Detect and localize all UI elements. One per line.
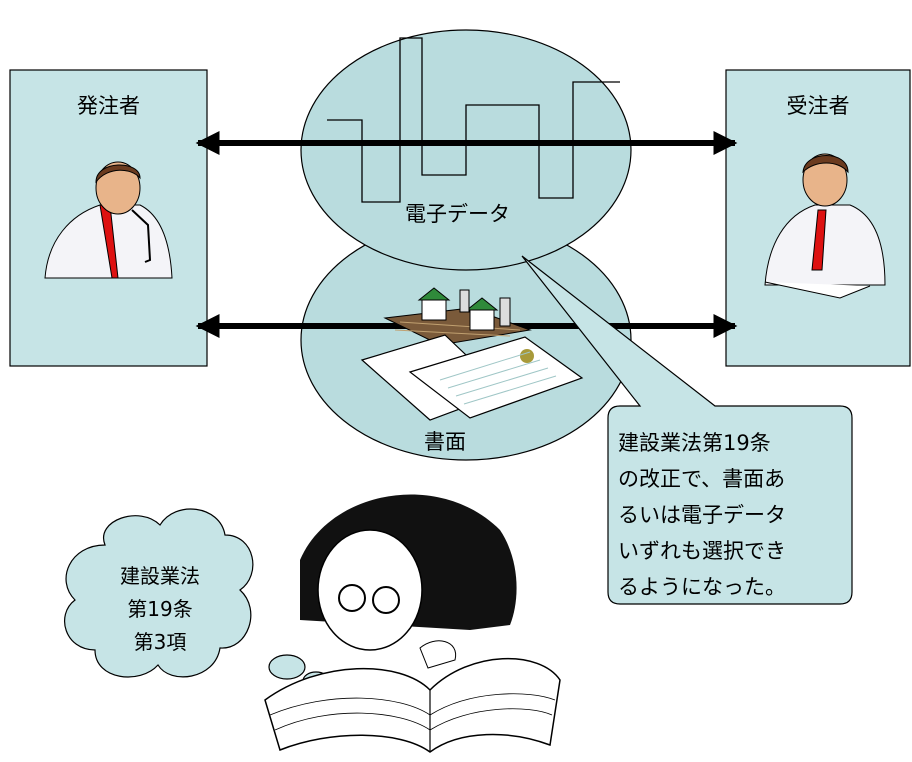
thought-cloud-text: 建設業法 第19条 第3項: [95, 560, 225, 659]
electronic-data-label: 電子データ: [405, 202, 510, 226]
callout-line: の改正で、書面あ: [618, 467, 786, 491]
callout-line: 建設業法第19条: [618, 431, 771, 455]
cloud-line: 第19条: [127, 597, 193, 621]
cloud-line: 建設業法: [120, 564, 200, 588]
signal-waveform: [327, 37, 620, 203]
contractor-label: 受注者: [786, 94, 850, 118]
orderer-person-illustration: [44, 161, 173, 279]
orderer-label: 発注者: [77, 94, 140, 118]
callout-line: るいは電子データ: [618, 503, 786, 527]
contractor-person-illustration: [764, 153, 886, 299]
cloud-line: 第3項: [133, 630, 187, 654]
callout-bubble: [521, 255, 853, 605]
callout-line: るようになった。: [618, 575, 786, 599]
reader-with-book-illustration: [264, 494, 561, 753]
callout-line: いずれも選択でき: [618, 539, 786, 563]
callout-text: 建設業法第19条 の改正で、書面あ るいは電子データ いずれも選択でき るように…: [618, 425, 858, 605]
documents-illustration: [360, 287, 584, 421]
paper-label: 書面: [424, 430, 466, 454]
